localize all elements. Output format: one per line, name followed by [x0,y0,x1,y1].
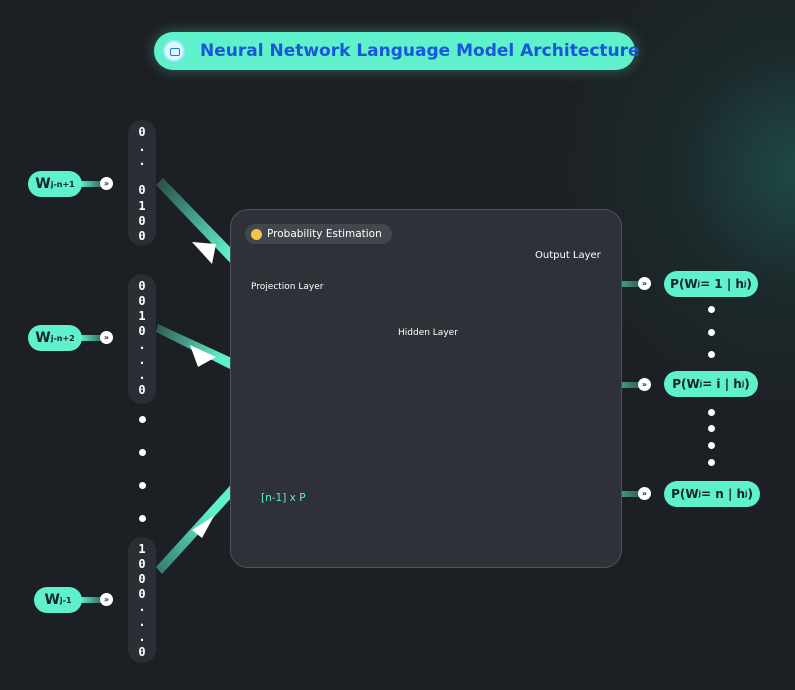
ellipsis-dot [139,515,146,522]
vector-value: 0 [138,557,146,571]
ellipsis-dot [708,425,715,432]
ellipsis-dot [708,459,715,466]
forward-icon: » [100,177,113,190]
vector-value: 0 [138,183,146,197]
vector-value: 1 [138,542,146,556]
vector-value: 0 [138,279,146,293]
title-banner: Neural Network Language Model Architectu… [154,32,640,70]
projection-size-label: [n-1] x P [261,492,306,504]
output-layer-label: Output Layer [535,250,601,261]
ellipsis-dot [708,442,715,449]
hidden-layer-label: Hidden Layer [398,328,458,338]
page-title: Neural Network Language Model Architectu… [200,41,640,61]
input-connector-3 [80,597,104,603]
vector-value: 0 [138,587,146,601]
vector-value: . [138,338,146,352]
arrow-2 [190,345,216,367]
vector-value: 0 [138,294,146,308]
panel-label-text: Probability Estimation [267,228,382,240]
vector-value: 0 [138,383,146,397]
vector-value: 0 [138,214,146,228]
one-hot-vector-2: 0 0 1 0 . . . 0 [128,274,156,404]
vector-value: . [138,154,146,168]
vector-value: 0 [138,229,146,243]
ellipsis-dot [708,306,715,313]
ellipsis-dot [708,329,715,336]
thinking-emoji-icon [251,228,262,240]
vector-value: 1 [138,309,146,323]
vector-value: 0 [138,572,146,586]
model-icon [163,40,185,62]
forward-icon: » [638,487,651,500]
vector-value: 1 [138,199,146,213]
input-connector-1 [80,181,104,187]
forward-icon: » [638,277,651,290]
arrow-3 [192,516,214,538]
vector-value: . [138,353,146,367]
vector-value: 0 [138,645,146,659]
vector-value: . [138,630,146,644]
forward-icon: » [100,593,113,606]
vector-value: . [138,600,146,614]
probability-estimation-panel [230,209,622,568]
vector-value: 0 [138,125,146,139]
vector-value: . [138,615,146,629]
vector-value: 0 [138,324,146,338]
ellipsis-dot [708,409,715,416]
panel-label: Probability Estimation [245,224,392,244]
ellipsis-dot [139,449,146,456]
vector-value: . [138,368,146,382]
projection-layer-label: Projection Layer [251,282,324,292]
one-hot-vector-1: 0 . . 0 1 0 0 [128,120,156,246]
arrow-1 [192,242,216,264]
forward-icon: » [638,378,651,391]
ellipsis-dot [139,482,146,489]
vector-value: . [138,140,146,154]
forward-icon: » [100,331,113,344]
input-connector-2 [80,335,104,341]
ellipsis-dot [139,416,146,423]
one-hot-vector-3: 1 0 0 0 . . . 0 [128,537,156,663]
ellipsis-dot [708,351,715,358]
